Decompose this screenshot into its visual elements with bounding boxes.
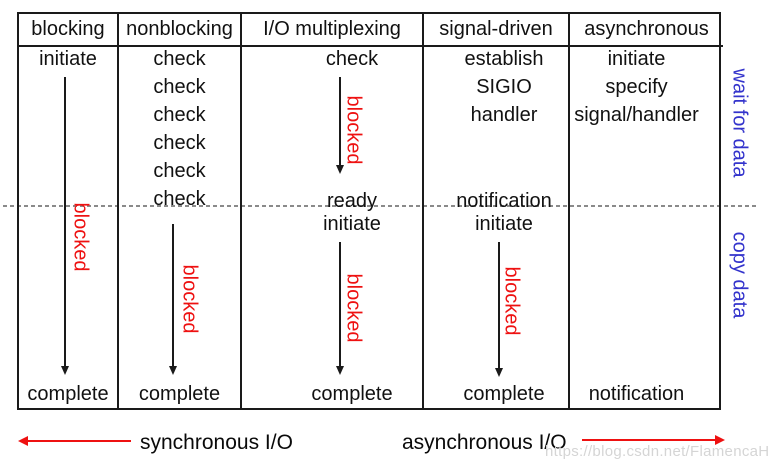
synchronous-left-arrow [18,436,131,446]
down-arrow [495,242,503,377]
legend-asynchronous-io: asynchronous I/O [402,431,567,454]
label-check: check [153,76,206,98]
watermark: https://blog.csdn.net/FlamencaH [545,443,770,460]
label-sigio: SIGIO [476,76,532,98]
label-complete: complete [311,383,393,405]
column-header-nonblocking: nonblocking [119,14,240,47]
label-check: check [153,188,206,210]
blocked-label: blocked [69,202,92,272]
label-check: check [325,48,379,70]
label-complete: complete [27,383,109,405]
label-establish: establish [464,48,544,70]
label-signal-handler: signal/handler [574,104,699,126]
phase-label-copy-data: copy data [728,231,751,319]
down-arrow [336,242,344,375]
down-arrow [61,77,69,375]
label-initiate: initiate [323,213,381,235]
label-complete: complete [138,383,221,405]
column-asynchronous: asynchronous initiate specify signal/han… [570,14,723,408]
column-signal-driven: signal-driven establish SIGIO handler no… [424,14,570,408]
label-specify: specify [605,76,668,98]
blocked-label: blocked [342,273,365,343]
label-initiate: initiate [607,48,666,70]
column-nonblocking: nonblocking check check check check chec… [119,14,242,408]
blocked-label: blocked [342,95,365,165]
label-initiate: initiate [39,48,97,70]
label-notification: notification [456,190,552,212]
column-header-blocking: blocking [19,14,117,47]
column-header-io-multiplexing: I/O multiplexing [242,14,422,47]
column-header-signal-driven: signal-driven [424,14,568,47]
label-ready: ready [326,190,378,212]
label-check: check [153,132,206,154]
phase-separator-dashed-line [3,205,758,207]
label-check: check [153,48,206,70]
column-header-asynchronous: asynchronous [570,14,723,47]
legend-synchronous-io: synchronous I/O [140,431,293,454]
label-complete: complete [463,383,545,405]
label-check: check [153,160,206,182]
column-blocking: blocking initiate blocked complete [19,14,119,408]
phase-label-wait-for-data: wait for data [728,68,751,178]
label-initiate: initiate [475,213,533,235]
column-io-multiplexing: I/O multiplexing check blocked ready ini… [242,14,424,408]
blocked-label: blocked [500,266,523,336]
label-check: check [153,104,206,126]
asynchronous-right-arrow [582,435,725,445]
down-arrow [336,77,344,174]
label-handler: handler [470,104,538,126]
down-arrow [169,224,177,375]
io-models-table: blocking initiate blocked complete nonbl… [17,12,723,410]
blocked-label: blocked [178,264,201,334]
label-notification: notification [588,383,685,405]
